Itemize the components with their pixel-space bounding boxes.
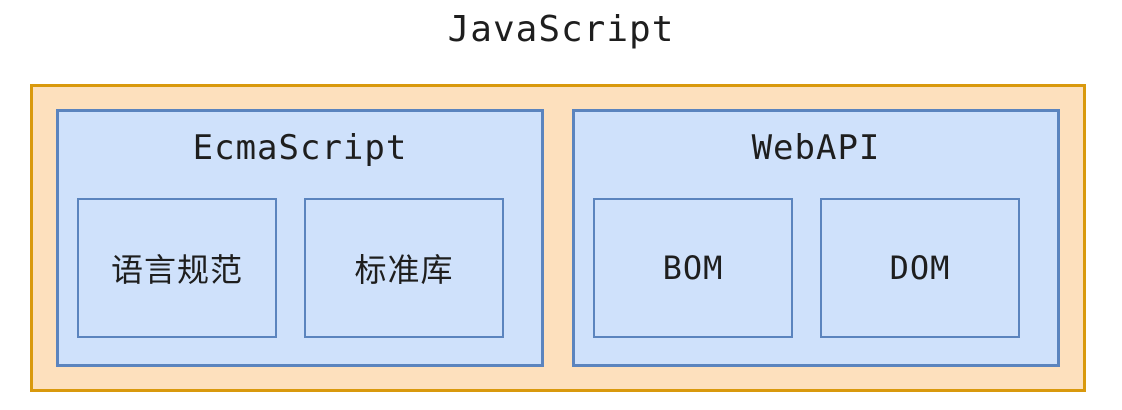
diagram-title: JavaScript <box>447 9 675 50</box>
box-language-spec: 语言规范 <box>77 198 277 338</box>
box-standard-library: 标准库 <box>304 198 504 338</box>
box-dom: DOM <box>820 198 1020 338</box>
ecmascript-title: EcmaScript <box>192 128 408 168</box>
javascript-container: EcmaScript 语言规范 标准库 WebAPI BOM DOM <box>30 84 1086 392</box>
ecmascript-items-row: 语言规范 标准库 <box>77 198 523 338</box>
ecmascript-box: EcmaScript 语言规范 标准库 <box>56 109 544 367</box>
box-bom: BOM <box>593 198 793 338</box>
webapi-items-row: BOM DOM <box>593 198 1039 338</box>
webapi-title: WebAPI <box>751 128 881 168</box>
webapi-box: WebAPI BOM DOM <box>572 109 1060 367</box>
